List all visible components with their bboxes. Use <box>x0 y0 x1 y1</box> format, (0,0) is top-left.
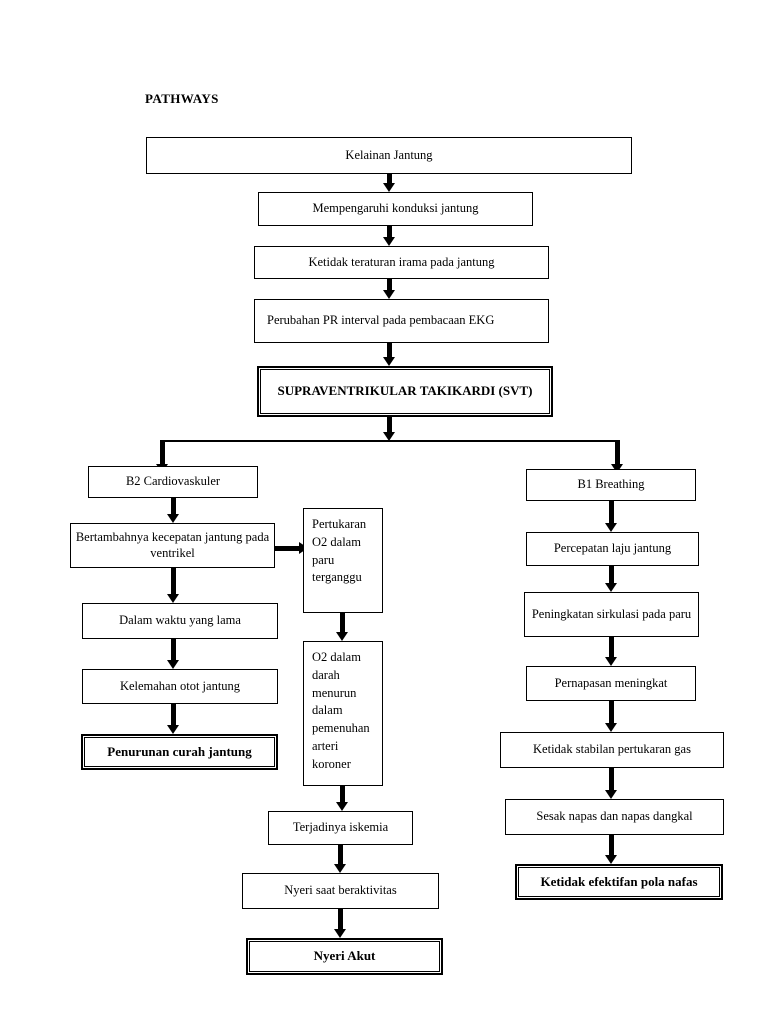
page-title: PATHWAYS <box>145 91 219 106</box>
node-label: Perubahan PR interval pada pembacaan EKG <box>267 313 495 328</box>
node-label: Dalam waktu yang lama <box>119 613 241 628</box>
node-label: Bertambahnya kecepatan jantung pada vent… <box>75 529 270 560</box>
node-label: SUPRAVENTRIKULAR TAKIKARDI (SVT) <box>277 383 533 399</box>
edge-split-bus <box>161 440 617 442</box>
node-label: Ketidak stabilan pertukaran gas <box>533 742 691 757</box>
node-label: Nyeri Akut <box>313 948 376 964</box>
node-label: Kelemahan otot jantung <box>119 678 241 693</box>
node-terjadinya-iskemia[interactable]: Terjadinya iskemia <box>268 811 413 845</box>
node-label: Percepatan laju jantung <box>553 541 672 556</box>
node-label: Ketidak teraturan irama pada jantung <box>308 254 495 269</box>
node-b1-breathing[interactable]: B1 Breathing <box>526 469 696 501</box>
node-kelainan-jantung[interactable]: Kelainan Jantung <box>146 137 632 174</box>
node-peningkatan-sirkulasi[interactable]: Peningkatan sirkulasi pada paru <box>524 592 699 637</box>
node-sesak-napas-dangkal[interactable]: Sesak napas dan napas dangkal <box>505 799 724 835</box>
node-pernapasan-meningkat[interactable]: Pernapasan meningkat <box>526 666 696 701</box>
node-perubahan-pr-interval[interactable]: Perubahan PR interval pada pembacaan EKG <box>254 299 549 343</box>
node-o2-darah-menurun[interactable]: O2 dalam darah menurun dalam pemenuhan a… <box>303 641 383 786</box>
node-label: Penurunan curah jantung <box>107 743 252 759</box>
node-label: B1 Breathing <box>577 477 645 492</box>
node-ketidak-stabilan-gas[interactable]: Ketidak stabilan pertukaran gas <box>500 732 724 768</box>
node-mempengaruhi-konduksi[interactable]: Mempengaruhi konduksi jantung <box>258 192 533 226</box>
node-pertukaran-o2-paru[interactable]: Pertukaran O2 dalam paru terganggu <box>303 508 383 613</box>
node-bertambahnya-kecepatan[interactable]: Bertambahnya kecepatan jantung pada vent… <box>70 523 275 568</box>
node-label: Peningkatan sirkulasi pada paru <box>531 606 692 621</box>
node-label: Pertukaran O2 dalam paru terganggu <box>312 517 367 585</box>
node-label: Terjadinya iskemia <box>292 820 389 835</box>
node-svt[interactable]: SUPRAVENTRIKULAR TAKIKARDI (SVT) <box>257 366 553 417</box>
node-label: B2 Cardiovaskuler <box>125 474 221 489</box>
node-ketidak-teraturan-irama[interactable]: Ketidak teraturan irama pada jantung <box>254 246 549 279</box>
node-label: O2 dalam darah menurun dalam pemenuhan a… <box>312 650 370 771</box>
node-label: Ketidak efektifan pola nafas <box>540 873 698 889</box>
node-label: Kelainan Jantung <box>345 147 433 162</box>
node-ketidak-efektifan-pola[interactable]: Ketidak efektifan pola nafas <box>515 864 723 900</box>
node-label: Pernapasan meningkat <box>554 675 668 690</box>
node-dalam-waktu-lama[interactable]: Dalam waktu yang lama <box>82 603 278 639</box>
node-kelemahan-otot-jantung[interactable]: Kelemahan otot jantung <box>82 669 278 704</box>
node-label: Nyeri saat beraktivitas <box>284 883 397 898</box>
node-label: Sesak napas dan napas dangkal <box>536 809 693 824</box>
node-label: Mempengaruhi konduksi jantung <box>312 201 479 216</box>
node-penurunan-curah-jantung[interactable]: Penurunan curah jantung <box>81 734 278 770</box>
node-b2-cardiovaskuler[interactable]: B2 Cardiovaskuler <box>88 466 258 498</box>
node-percepatan-laju-jantung[interactable]: Percepatan laju jantung <box>526 532 699 566</box>
node-nyeri-akut[interactable]: Nyeri Akut <box>246 938 443 975</box>
node-nyeri-saat-beraktivitas[interactable]: Nyeri saat beraktivitas <box>242 873 439 909</box>
